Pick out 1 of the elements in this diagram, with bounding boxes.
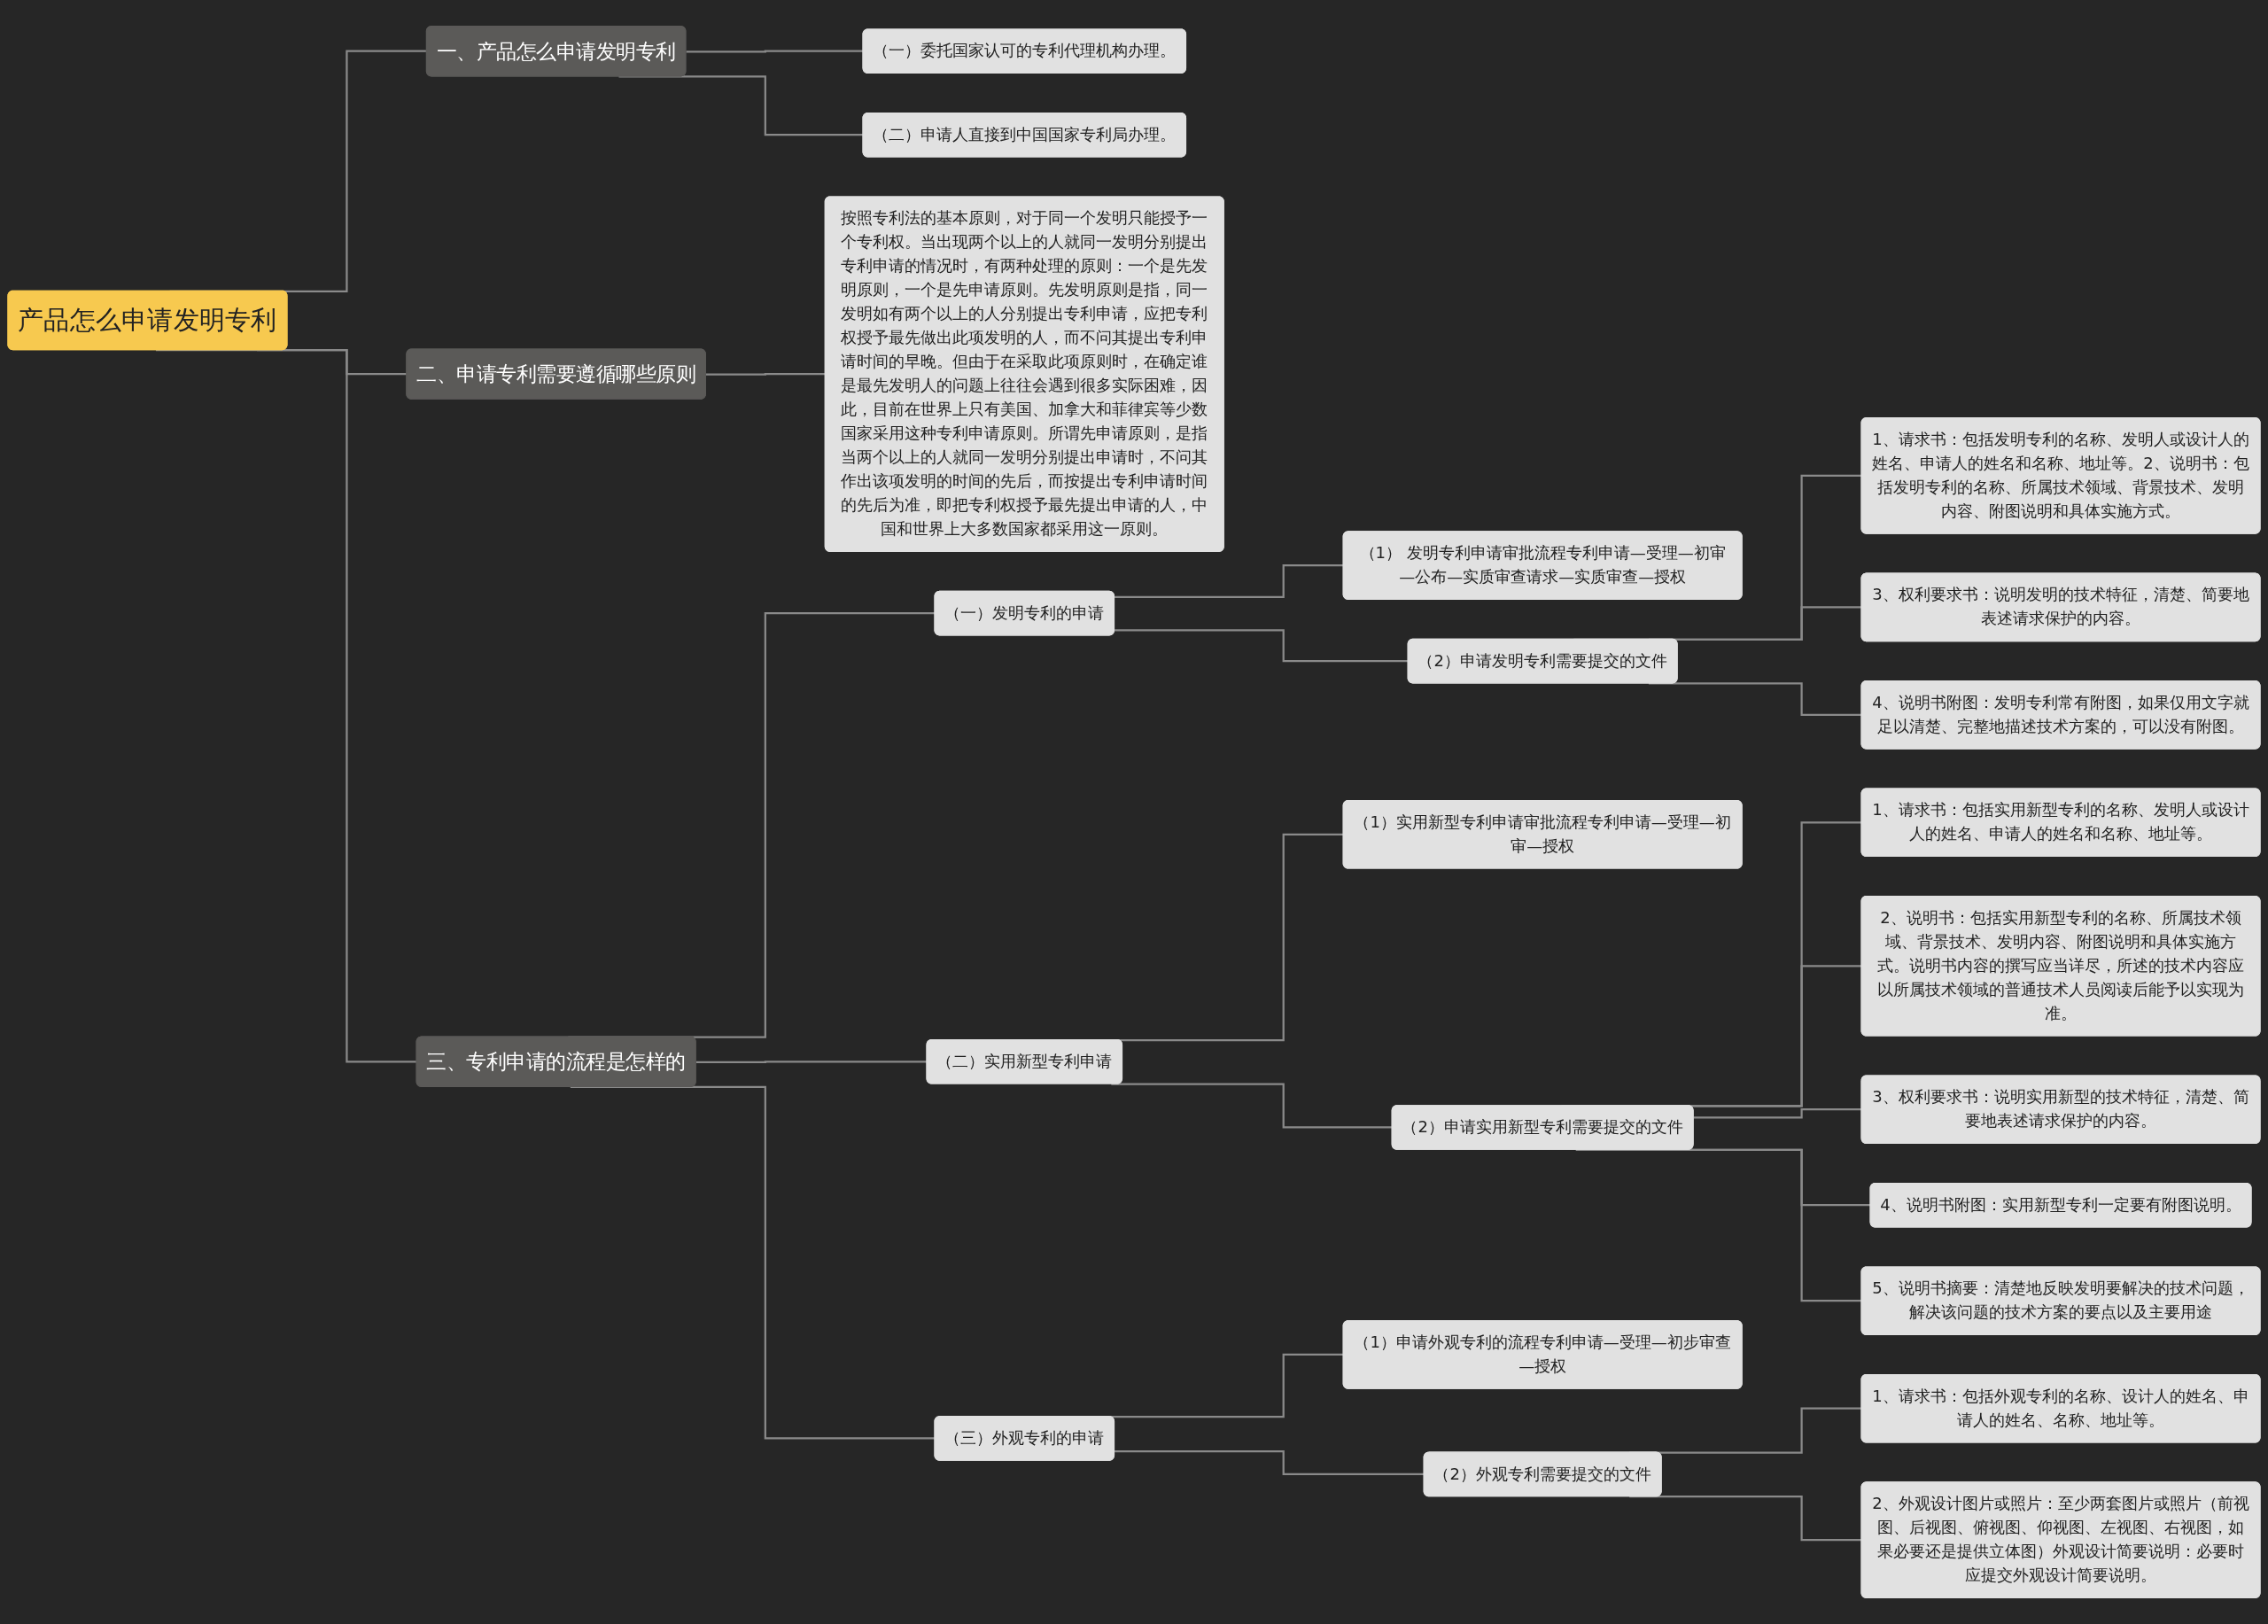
mind-map-drawing: 产品怎么申请发明专利 一、产品怎么申请发明专利 （一）委托国家认可的专利代理机构办理。 （二）申请人直接到中国国家专利局办理。 二、申请专利需要遵循哪些原则 按照专利法的基本原则，对于同一个发明只能授予一个专利权。当出现两个以上的人就同一发明分别提出专利申请的情况时，有两种处理的原则：一个是先发明原则，一个是先申请原则。先发明原则是指，同一发明如有两个以上的人分别提出专利申请，应把专利权授予最先做出此项发明的人，而不问其提出专利申请时间的早晚。但由于在采取此项原则时，在确定谁是最先发明人的问题上往往会遇到很多实际困难，因此，目前在世界上只有美国、加拿大和菲律宾等少数国家采用这种专利申请原则。所谓先申请原则，是指当两个以上的人就同一发明分别提出申请时，不问其作出该项发明的时间的先后，而按提出专利申请时间的先后为准，即把专利权授予最先提出申请的人，中国和世界上大多数国家都采用这一原则。 三、专利申请的流程是怎样的 （一）发明专利的申请 （1） 发明专利申请审批流程专利申请—受理—初审—公布—实质审查请求—实质审查—授权 （2）申请发明专利需要提交的文件 1、请求书：包括发明专利的名称、发明人或设计人的姓名、申请人的姓名和名称、地址等。2、说明书：包括发明专利的名称、所属技术领域、背景技术、发明内容、附图说明和具体实施方式。 3、权利要求书：说明发明的技术特征，清楚、简要地表述请求保护的内容。 4、说明书附图：发明专利常有附图，如果仅用文字就足以清楚、完整地描述技术方案的，可以没有附图。 （二）实用新型专利申请 （1）实用新型专利申请审批流程专利申请—受理—初审—授权 （2）申请实用新型专利需要提交的文件 1、请求书：包括实用新型专利的名称、发明人或设计人的姓名、申请人的姓名和名称、地址等。 2、说明书：包括实用新型专利的名称、所属技术领域、背景技术、发明内容、附图说明和具体实施方式。说明书内容的撰写应当详尽，所述的技术内容应以所属技术领域的普通技术人员阅读后能予以实现为准。 3、权利要求书：说明实用新型的技术特征，清楚、简要地表述请求保护的内容。 4、说明书附图：实用新型专利一定要有附图说明。 5、说明书摘要：清楚地反映发明要解决的技术问题，解决该问题的技术方案的要点以及主要用途 （三）外观专利的申请 （1）申请外观专利的流程专利申请—受理—初步审查—授权 （2）外观专利需要提交的文件 1、请求书：包括外观专利的名称、设计人的姓名、申请人的姓名、名称、地址等。 2、外观设计图片或照片：至少两套图片或照片（前视图、后视图、俯视图、仰视图、左视图、右视图，如果必要还是提供立体图）外观设计简要说明：必要时应提交外观设计简要说明。 [0, 0, 2268, 1624]
